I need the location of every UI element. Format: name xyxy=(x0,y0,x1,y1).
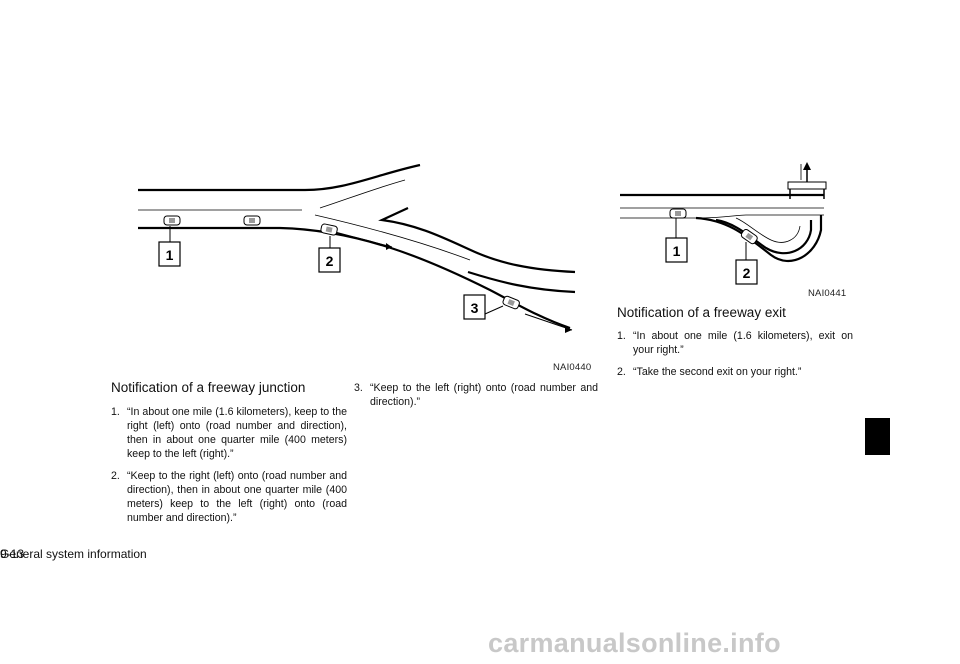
figure-code: NAI0440 xyxy=(553,362,592,373)
list-item: 1.“In about one mile (1.6 kilometers), e… xyxy=(617,330,853,356)
junction-diagram: 1 2 3 xyxy=(138,163,576,333)
junction-list: 1.“In about one mile (1.6 kilometers), k… xyxy=(111,405,347,533)
svg-text:2: 2 xyxy=(326,253,334,269)
svg-text:1: 1 xyxy=(166,247,174,263)
car-icon xyxy=(740,228,758,245)
footer-section-title: General system information xyxy=(0,547,147,561)
figure-code: NAI0441 xyxy=(808,288,847,299)
chapter-tab-marker xyxy=(865,418,890,455)
car-icon xyxy=(243,215,261,226)
svg-text:1: 1 xyxy=(673,243,681,259)
list-item: 2.“Take the second exit on your right.” xyxy=(617,366,802,378)
page-number: 9-13 xyxy=(0,547,25,561)
svg-text:2: 2 xyxy=(743,265,751,281)
list-item: 3.“Keep to the left (right) onto (road n… xyxy=(354,382,598,408)
callout-2: 2 xyxy=(318,247,341,273)
car-icon xyxy=(320,223,338,236)
section-title: Notification of a freeway junction xyxy=(111,380,306,395)
callout-3: 3 xyxy=(463,294,486,320)
overhead-sign-icon xyxy=(787,162,827,199)
car-icon xyxy=(163,215,181,226)
callout-1: 1 xyxy=(158,241,181,267)
svg-text:3: 3 xyxy=(471,300,479,316)
callout-1: 1 xyxy=(665,237,688,263)
callout-2: 2 xyxy=(735,259,758,285)
list-item: 2.“Keep to the right (left) onto (road n… xyxy=(111,470,347,524)
exit-diagram: 1 2 xyxy=(620,162,827,285)
car-icon xyxy=(669,208,687,219)
junction-list-continued: 3.“Keep to the left (right) onto (road n… xyxy=(354,381,598,417)
car-icon xyxy=(502,295,520,310)
watermark: carmanualsonline.info xyxy=(488,628,781,658)
section-title: Notification of a freeway exit xyxy=(617,305,786,320)
exit-list: 1.“In about one mile (1.6 kilometers), e… xyxy=(617,329,853,387)
list-item: 1.“In about one mile (1.6 kilometers), k… xyxy=(111,406,347,460)
